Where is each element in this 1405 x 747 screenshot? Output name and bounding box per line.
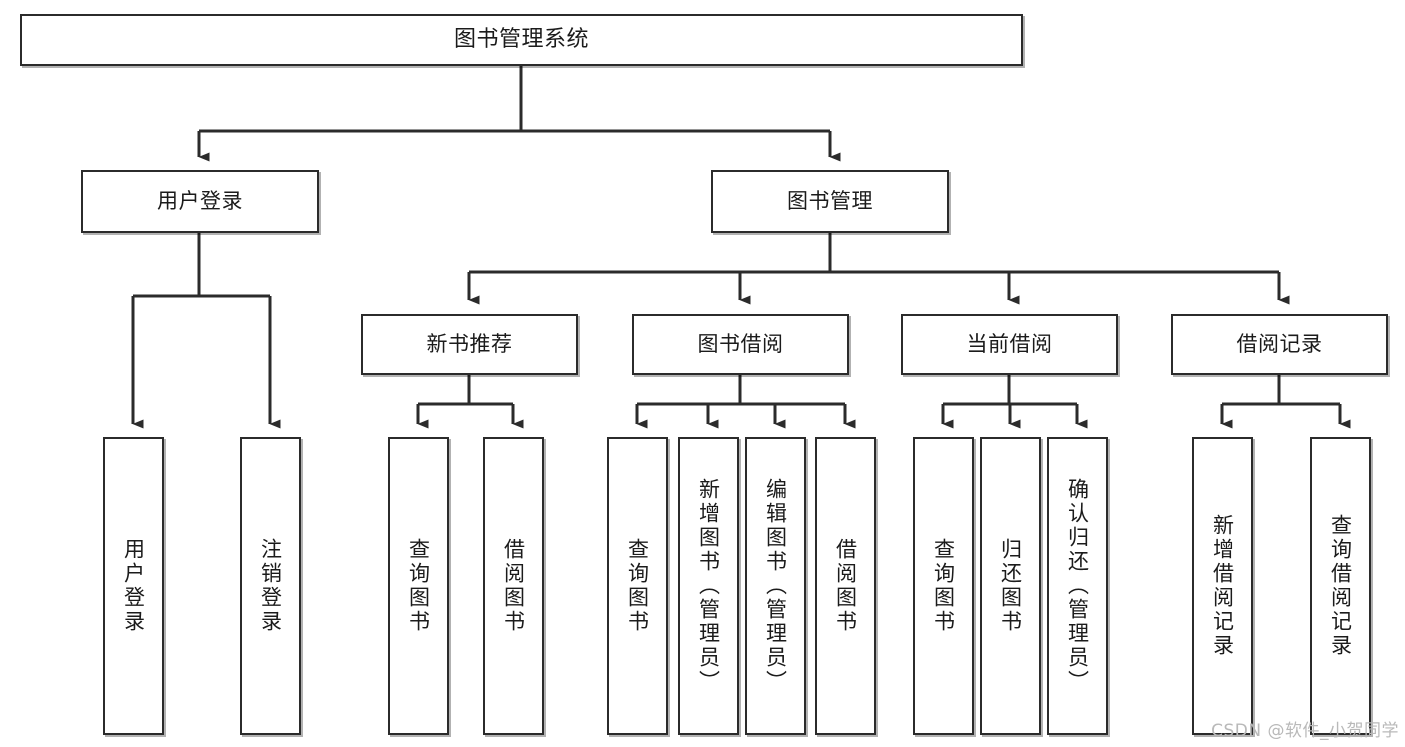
node-label: 用户登录 [121,538,146,634]
node-user-login[interactable]: 用户登录 [81,170,319,233]
leaf-user-login[interactable]: 用户登录 [103,437,164,735]
node-current-borrow[interactable]: 当前借阅 [901,314,1118,375]
leaf-query-book-recommend[interactable]: 查询图书 [388,437,449,735]
leaf-return-book[interactable]: 归还图书 [980,437,1041,735]
node-label: 当前借阅 [966,332,1053,357]
node-label: 借阅图书 [833,538,858,634]
node-label: 编辑图书（管理员） [763,478,788,694]
node-label: 图书管理 [787,189,873,214]
leaf-add-borrow-record[interactable]: 新增借阅记录 [1192,437,1253,735]
node-label: 查询图书 [625,538,650,634]
node-label: 新增图书（管理员） [696,478,721,694]
leaf-query-borrow-record[interactable]: 查询借阅记录 [1310,437,1371,735]
node-label: 图书借阅 [697,332,784,357]
leaf-query-book-current[interactable]: 查询图书 [913,437,974,735]
node-label: 借阅图书 [501,538,526,634]
node-label: 图书管理系统 [453,27,589,53]
node-root-system[interactable]: 图书管理系统 [20,14,1023,66]
leaf-query-book-borrow[interactable]: 查询图书 [607,437,668,735]
node-new-book-recommend[interactable]: 新书推荐 [361,314,578,375]
leaf-borrow-book[interactable]: 借阅图书 [815,437,876,735]
node-label: 查询图书 [931,538,956,634]
node-label: 查询图书 [406,538,431,634]
node-label: 确认归还（管理员） [1065,478,1090,694]
leaf-add-book-admin[interactable]: 新增图书（管理员） [678,437,739,735]
node-book-borrow[interactable]: 图书借阅 [632,314,849,375]
node-label: 注销登录 [258,538,283,634]
leaf-logout[interactable]: 注销登录 [240,437,301,735]
node-borrow-record[interactable]: 借阅记录 [1171,314,1388,375]
node-label: 用户登录 [157,189,243,214]
node-label: 新增借阅记录 [1210,514,1235,658]
node-book-management[interactable]: 图书管理 [711,170,949,233]
leaf-edit-book-admin[interactable]: 编辑图书（管理员） [745,437,806,735]
node-label: 归还图书 [998,538,1023,634]
csdn-watermark: CSDN @软件_小贺同学 [1211,721,1399,741]
node-label: 查询借阅记录 [1328,514,1353,658]
leaf-borrow-book-recommend[interactable]: 借阅图书 [483,437,544,735]
leaf-confirm-return-admin[interactable]: 确认归还（管理员） [1047,437,1108,735]
node-label: 借阅记录 [1236,332,1323,357]
node-label: 新书推荐 [426,332,513,357]
